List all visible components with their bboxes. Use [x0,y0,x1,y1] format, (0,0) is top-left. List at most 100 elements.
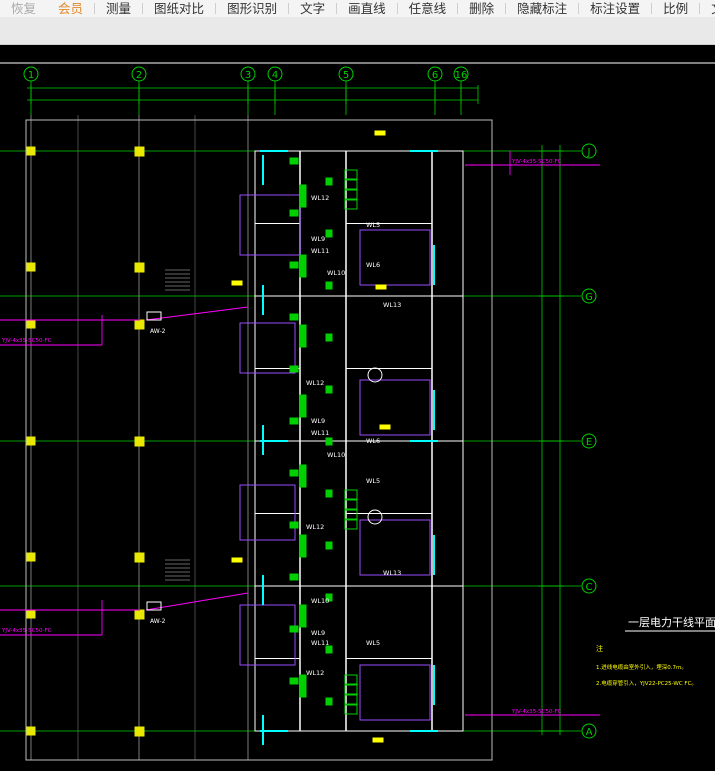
distribution-panel [299,254,307,278]
outlet-symbol [289,417,299,425]
distribution-panel [299,464,307,488]
room-outline-purple [359,379,431,436]
stair-tread [344,179,358,190]
outlet-symbol [289,573,299,581]
circuit-label: WL13 [383,569,401,577]
aw-label: AW-2 [150,328,166,335]
grid-col-label: 6 [432,70,438,81]
toolbar-button-6[interactable]: 画直线 [348,1,386,16]
annotation-mark [372,737,384,743]
toolbar-button-11[interactable]: 比例 [663,1,689,16]
toolbar-separator [699,3,701,14]
circuit-label: WL12 [306,379,324,387]
room-outline-purple [239,194,301,256]
structural-column [26,436,36,446]
grid-row-label: G [585,292,593,303]
building-outline [25,119,493,761]
structural-column [26,609,36,619]
grid-bubble-row-2 [581,433,597,449]
stair-tread [344,684,358,695]
circuit-label: WL13 [383,301,401,309]
structural-column [134,262,145,273]
annotation-mark [231,557,243,563]
stair-tread [344,509,358,520]
outlet-symbol [325,697,333,706]
annotation-mark [375,284,387,290]
toolbar-separator [94,3,96,14]
toolbar-separator [288,3,290,14]
outlet-symbol [289,209,299,217]
structural-column [26,552,36,562]
outlet-symbol [289,157,299,165]
circuit-label: WL6 [366,261,380,269]
grid-col-label: 1 [28,70,34,81]
room-outline-purple [239,484,296,541]
circuit-label: WL12 [306,669,324,677]
room-outline-purple [239,604,296,666]
toolbar-button-0[interactable]: 恢复 [11,1,37,16]
circuit-label: WL12 [306,523,324,531]
toolbar-button-5[interactable]: 文字 [300,1,326,16]
outlet-symbol [325,333,333,342]
outlet-symbol [325,229,333,238]
cable-label: YJV-4x35-SC50-FC [511,709,562,715]
circuit-label: WL10 [327,269,345,277]
cable-label: YJV-4x35-SC50-FC [1,628,52,634]
grid-row-label: A [586,727,593,738]
grid-bubble-row-1 [581,288,597,304]
distribution-panel [299,324,307,348]
secondary-toolbar-strip [0,17,715,45]
toolbar-button-10[interactable]: 标注设置 [590,1,641,16]
annotation-mark [379,424,391,430]
cable-label: YJV-4x35-SC50-FC [511,159,562,165]
outlet-symbol [289,261,299,269]
stair-tread [344,489,358,500]
circuit-label: WL5 [366,639,380,647]
outlet-symbol [289,469,299,477]
structural-column [134,609,145,620]
structural-column [26,726,36,736]
toolbar-button-4[interactable]: 图形识别 [227,1,278,16]
distribution-panel [299,534,307,558]
grid-row-label: E [586,437,592,448]
toolbar-button-2[interactable]: 测量 [106,1,132,16]
toolbar-separator [505,3,507,14]
outlet-symbol [289,365,299,373]
toolbar-button-12[interactable]: 文字 [700,0,715,17]
outlet-symbol [289,677,299,685]
circuit-label: WL10 [311,597,329,605]
stair-tread [344,674,358,685]
circuit-label: WL9 [311,417,325,425]
outlet-symbol [289,521,299,529]
grid-bubble-row-0 [581,143,597,159]
toolbar-separator [457,3,459,14]
toolbar-button-3[interactable]: 图纸对比 [154,1,205,16]
circuit-label: WL9 [311,629,325,637]
toolbar-separator [651,3,653,14]
room-outline-purple [359,519,431,576]
stair-tread [344,169,358,180]
toolbar-button-7[interactable]: 任意线 [408,1,447,16]
grid-row-label: C [586,582,593,593]
grid-col-label: 4 [272,70,278,81]
circuit-label: WL11 [311,429,329,437]
outlet-symbol [325,177,333,186]
outlet-symbol [325,593,333,602]
cable-label: YJV-4x35-SC50-FC [1,338,52,344]
room-outline-purple [359,229,431,286]
distribution-panel [299,394,307,418]
toolbar-button-1[interactable]: 会员 [58,1,84,16]
main-toolbar: 恢复会员测量图纸对比图形识别文字画直线任意线删除隐藏标注标注设置比例文字 [0,0,715,17]
notes-heading: 注 [596,644,603,653]
note-line: 1.进线电缆由室外引入，埋深0.7m。 [596,663,687,671]
distribution-panel [299,184,307,208]
grid-row-label: J [587,147,591,158]
toolbar-button-9[interactable]: 隐藏标注 [517,1,568,16]
circuit-label: WL10 [327,451,345,459]
stair-tread [344,499,358,510]
toolbar-button-8[interactable]: 删除 [469,1,495,16]
circuit-label: WL5 [366,221,380,229]
